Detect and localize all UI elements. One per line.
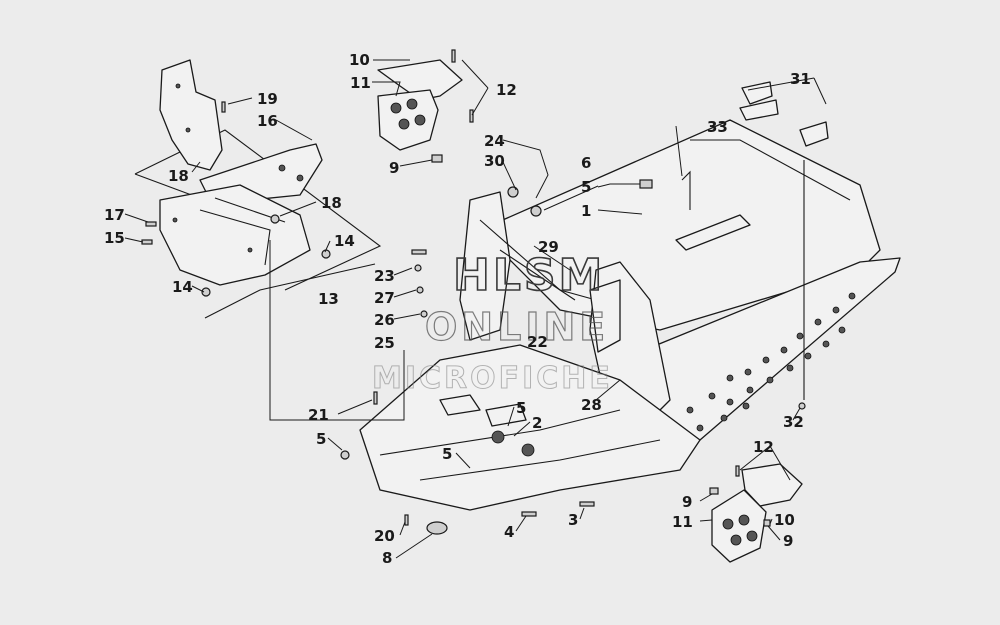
steering-frame-part: [459, 191, 511, 341]
callout-32: 32: [783, 413, 804, 431]
callout-11: 11: [350, 74, 371, 92]
skid-plate-part-lower: [711, 489, 767, 563]
callout-labels: 10 11 12 9 19 16 18 18 17 15 14 14 13 24…: [104, 51, 811, 567]
callout-30: 30: [484, 152, 505, 170]
callout-5: 5: [581, 178, 591, 196]
upper-skid-plate-assembly: [377, 49, 474, 163]
watermark-line-1: HLSM: [453, 250, 605, 301]
callout-2: 2: [532, 414, 542, 432]
callout-9-c: 9: [783, 532, 793, 550]
callout-10: 10: [349, 51, 370, 69]
lower-frame-part: [159, 184, 311, 286]
watermark-line-2: ONLINE: [425, 305, 609, 349]
callout-24: 24: [484, 132, 505, 150]
belly-pan-part: [359, 344, 701, 511]
callout-9: 9: [389, 159, 399, 177]
callout-29: 29: [538, 238, 559, 256]
tunnel-part: [479, 119, 881, 331]
callout-16: 16: [257, 112, 278, 130]
callout-9-b: 9: [682, 493, 692, 511]
callout-33: 33: [707, 118, 728, 136]
leader-lines: [124, 59, 827, 559]
callout-8: 8: [382, 549, 392, 567]
callout-14: 14: [172, 278, 193, 296]
callout-15: 15: [104, 229, 125, 247]
callout-6: 6: [581, 154, 591, 172]
callout-17: 17: [104, 206, 125, 224]
callout-18: 18: [168, 167, 189, 185]
callout-26: 26: [374, 311, 395, 329]
skid-plate-part: [377, 89, 439, 151]
callout-31: 31: [790, 70, 811, 88]
callout-22: 22: [527, 333, 548, 351]
upper-left-bracket-assembly: [134, 59, 382, 319]
callout-4: 4: [504, 523, 514, 541]
watermark-line-3: MICROFICHE: [372, 361, 613, 396]
callout-5-b: 5: [316, 430, 326, 448]
grommet-part: [426, 521, 448, 535]
callout-13: 13: [318, 290, 339, 308]
watermark: HLSM ONLINE MICROFICHE: [372, 249, 613, 396]
callout-5-d: 5: [442, 445, 452, 463]
callout-25: 25: [374, 334, 395, 352]
main-chassis-tunnel: [340, 81, 901, 535]
callout-11-b: 11: [672, 513, 693, 531]
running-board-holes: [686, 292, 856, 432]
callout-5-c: 5: [516, 399, 526, 417]
callout-21: 21: [308, 406, 329, 424]
callout-27: 27: [374, 289, 395, 307]
callout-10-b: 10: [774, 511, 795, 529]
callout-18-b: 18: [321, 194, 342, 212]
callout-3: 3: [568, 511, 578, 529]
callout-19: 19: [257, 90, 278, 108]
mount-plate-part: [159, 59, 223, 171]
callout-28: 28: [581, 396, 602, 414]
callout-23: 23: [374, 267, 395, 285]
callout-1: 1: [581, 202, 591, 220]
callout-12-b: 12: [753, 438, 774, 456]
callout-14-b: 14: [334, 232, 355, 250]
guard-plate-part: [377, 59, 463, 101]
callout-20: 20: [374, 527, 395, 545]
callout-12: 12: [496, 81, 517, 99]
